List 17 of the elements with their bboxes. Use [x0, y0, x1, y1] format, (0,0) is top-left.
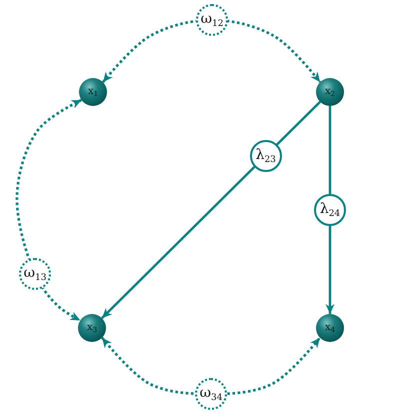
arrow	[101, 101, 321, 319]
edge-label: λ$_{24}$	[314, 194, 346, 226]
node-label: x$_{4}$	[324, 322, 336, 334]
sphere-node	[316, 78, 344, 106]
edge-label: ω$_{34}$	[195, 378, 227, 410]
node-label: x$_{2}$	[324, 86, 336, 98]
edge-label: ω$_{12}$	[196, 4, 228, 36]
edge-label: ω$_{13}$	[19, 258, 51, 290]
node-label: x$_{3}$	[86, 322, 98, 334]
sphere-node	[316, 314, 344, 342]
dotted-arrow	[101, 336, 321, 396]
node-label: x$_{1}$	[88, 86, 98, 98]
sphere-node	[79, 78, 107, 106]
sphere-node	[78, 314, 106, 342]
dotted-arrow	[16, 98, 82, 322]
edge-label: λ$_{23}$	[250, 140, 282, 172]
dotted-arrow	[102, 18, 322, 84]
